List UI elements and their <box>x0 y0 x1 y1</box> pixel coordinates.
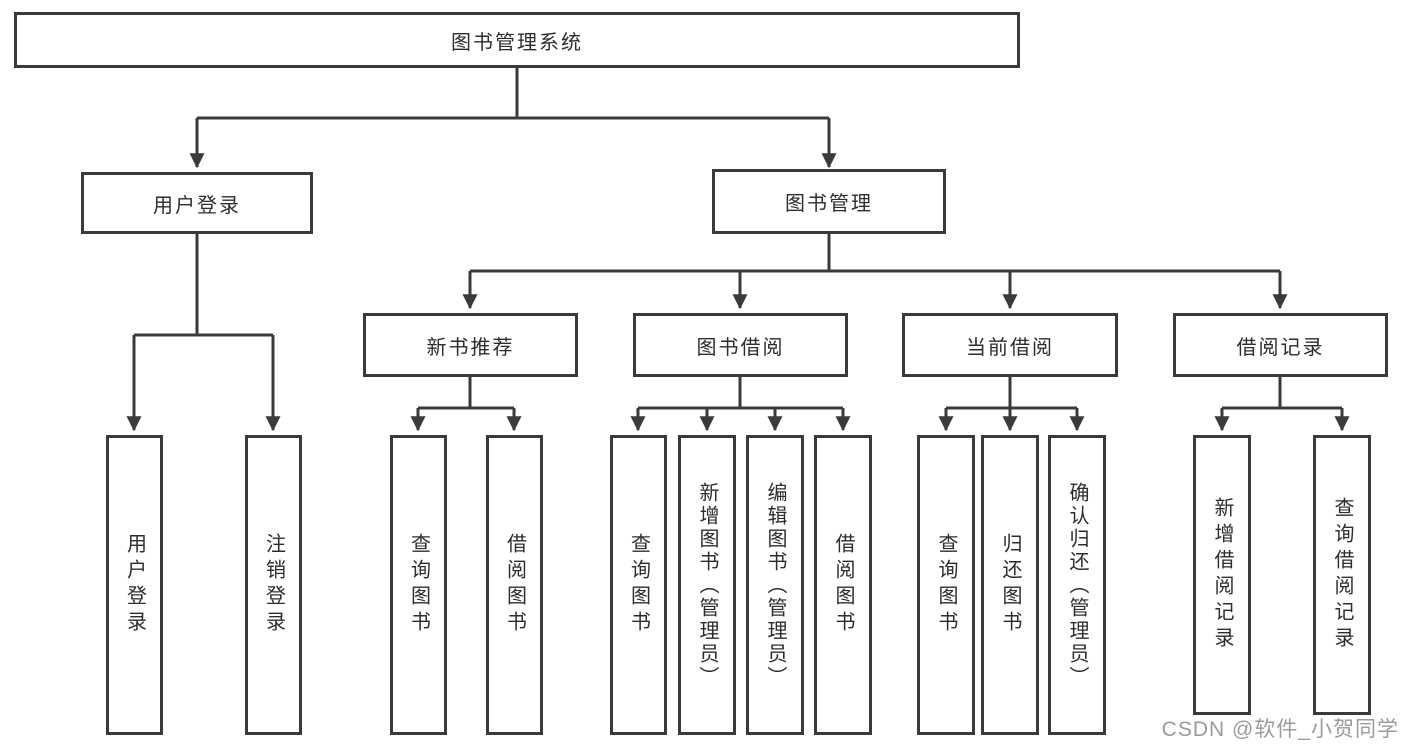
edge-trunk-book-borrow <box>638 377 843 410</box>
node-leaf-query-books-borrow: 查询图书 <box>610 435 667 735</box>
node-root: 图书管理系统 <box>14 12 1020 68</box>
node-leaf-add-books-label: 新增图书（管理员） <box>696 481 718 689</box>
node-leaf-edit-books: 编辑图书（管理员） <box>746 435 804 735</box>
node-leaf-query-books-borrow-label: 查询图书 <box>627 533 650 637</box>
edge-trunk-new-book-rec <box>418 377 514 410</box>
node-leaf-borrow-books-borrow-label: 借阅图书 <box>832 533 854 637</box>
node-current-borrow-label: 当前借阅 <box>966 336 1054 359</box>
node-leaf-return-books: 归还图书 <box>981 435 1039 735</box>
node-leaf-query-books-current-label: 查询图书 <box>935 533 957 637</box>
node-user-login: 用户登录 <box>81 172 313 234</box>
node-leaf-confirm-return-label: 确认归还（管理员） <box>1066 481 1088 689</box>
node-borrow-records: 借阅记录 <box>1173 313 1388 377</box>
node-new-book-rec-label: 新书推荐 <box>426 336 515 359</box>
node-leaf-add-borrow-record-label: 新增借阅记录 <box>1211 497 1233 653</box>
node-leaf-logout-label: 注销登录 <box>262 533 285 637</box>
node-leaf-query-books-current: 查询图书 <box>917 435 975 735</box>
node-leaf-user-login-label: 用户登录 <box>123 533 146 637</box>
node-leaf-edit-books-label: 编辑图书（管理员） <box>764 481 786 689</box>
node-leaf-logout: 注销登录 <box>245 435 302 735</box>
node-root-label: 图书管理系统 <box>451 31 583 54</box>
node-leaf-user-login: 用户登录 <box>106 435 163 735</box>
node-book-mgmt-label: 图书管理 <box>785 193 873 215</box>
node-leaf-borrow-books-rec-label: 借阅图书 <box>503 533 526 637</box>
node-leaf-query-books-rec-label: 查询图书 <box>407 533 430 637</box>
node-current-borrow: 当前借阅 <box>902 313 1118 377</box>
csdn-watermark: CSDN @软件_小贺同学 <box>1161 718 1399 741</box>
node-book-borrow: 图书借阅 <box>633 313 848 377</box>
edge-trunk-borrow-records <box>1222 377 1342 410</box>
node-leaf-query-borrow-record: 查询借阅记录 <box>1313 435 1371 715</box>
node-leaf-add-borrow-record: 新增借阅记录 <box>1193 435 1251 715</box>
node-new-book-rec: 新书推荐 <box>363 313 578 377</box>
node-user-login-label: 用户登录 <box>153 194 241 217</box>
edge-trunk-root <box>197 68 829 120</box>
node-leaf-confirm-return: 确认归还（管理员） <box>1048 435 1106 735</box>
edge-trunk-book-mgmt <box>470 234 1280 273</box>
node-leaf-query-borrow-record-label: 查询借阅记录 <box>1331 497 1353 653</box>
node-book-borrow-label: 图书借阅 <box>696 336 785 359</box>
node-leaf-borrow-books-borrow: 借阅图书 <box>814 435 872 735</box>
edge-trunk-user-login <box>134 234 273 337</box>
node-leaf-return-books-label: 归还图书 <box>999 533 1021 637</box>
node-borrow-records-label: 借阅记录 <box>1236 336 1325 359</box>
node-leaf-add-books: 新增图书（管理员） <box>678 435 736 735</box>
edge-trunk-current-borrow <box>946 377 1077 410</box>
node-book-mgmt: 图书管理 <box>712 169 946 234</box>
node-leaf-borrow-books-rec: 借阅图书 <box>486 435 543 735</box>
node-leaf-query-books-rec: 查询图书 <box>390 435 447 735</box>
